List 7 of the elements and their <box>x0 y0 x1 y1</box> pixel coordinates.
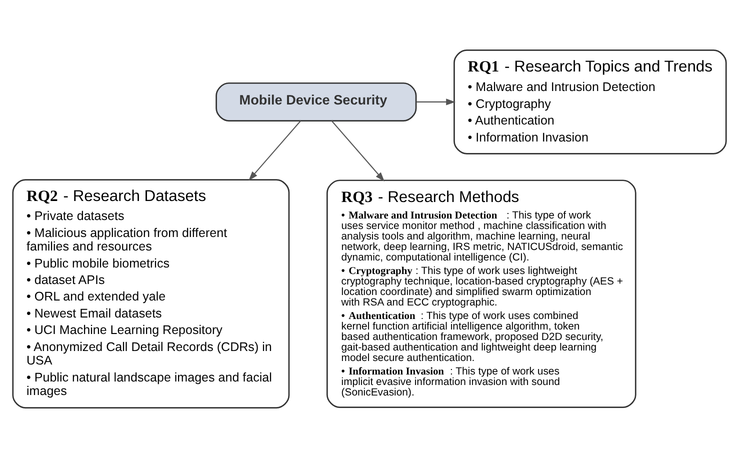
node-box: RQ3 - Research Methods • Malware and Intrusion Detection: This type of work uses service monitor method , machine classification with analysis tools and algorithm, machine learning, neural network, deep learning, IRS metric, NATICUSdroid, semantic dynamic, computational intelligence (CI). • Cryptography: This type of work uses lightweight cryptography technique, location-based cryptography (AES + location coordinate) and simplified swarm optimization with RSA and ECC cryptographic. • Authentication: This type of work uses combined kernel function artificial intelligence algorithm, token based authentication framework, proposed D2D security, gait-based authentication and lightweight deep learning model secure authentication. • Information Invasion: This type of work uses implicit evasive information invasion with sound (SonicEvasion). <box>326 179 636 408</box>
arrow <box>331 120 385 182</box>
node-box: RQ2 - Research Datasets • Private datasets • Malicious application from different families and resources • Public mobile biometrics • dataset APIs • ORL and extended yale • Newest Email datasets • UCI Machine Learning Repository • Anonymized Call Detail Records (CDRs) in USA • Public natural landscape images and facial images <box>12 178 290 408</box>
arrow <box>248 120 302 180</box>
node-box: Mobile Device Security <box>216 82 417 121</box>
arrow <box>416 98 456 105</box>
node-box: RQ1 - Research Topics and Trends • Malware and Intrusion Detection • Cryptography • Authentication • Information Invasion <box>454 49 727 154</box>
